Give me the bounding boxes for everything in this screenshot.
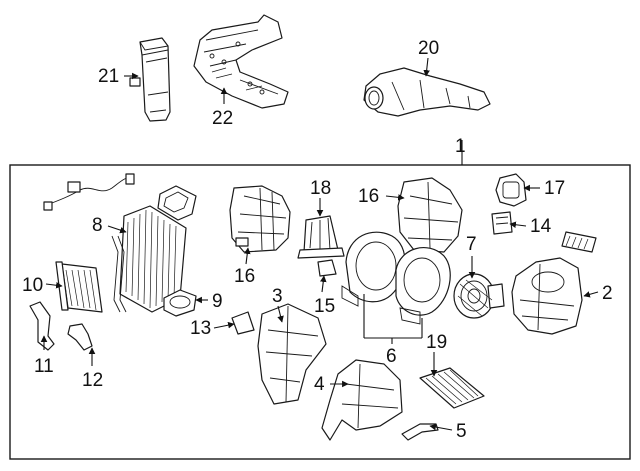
leader-lines	[40, 57, 599, 431]
part-15-clip	[317, 259, 337, 277]
part-6-scroll-housings	[341, 231, 451, 325]
leader-16a	[243, 247, 251, 265]
part-14-sensor	[491, 211, 513, 235]
part-8-evaporator	[111, 205, 187, 313]
callout-6: 6	[386, 346, 397, 367]
leader-2	[583, 291, 599, 298]
part-18-duct-outlet	[297, 215, 345, 259]
callout-1: 1	[455, 136, 466, 157]
part-7-blower-motor	[453, 273, 505, 319]
callout-21: 21	[98, 66, 119, 87]
leader-6	[363, 294, 423, 344]
callout-labels: 1 2 3 4 5 6 7 8 9 10 11 12 13 14 15 16 1…	[22, 38, 613, 442]
callout-22: 22	[212, 108, 233, 129]
leader-3	[277, 305, 284, 323]
part-20-duct	[363, 67, 491, 117]
callout-16a: 16	[234, 266, 255, 287]
part-21-duct	[129, 37, 171, 122]
leader-8	[107, 225, 127, 234]
part-11-hose	[29, 301, 55, 351]
callout-16b: 16	[358, 186, 379, 207]
callout-19: 19	[426, 332, 447, 353]
callout-13: 13	[190, 318, 211, 339]
part-19-filter	[419, 367, 485, 409]
callout-20: 20	[418, 38, 439, 59]
callout-5: 5	[456, 421, 467, 442]
part-22-duct	[193, 14, 289, 109]
part-12-hose	[67, 323, 93, 351]
assembly-frame	[9, 164, 631, 460]
leader-15	[319, 275, 327, 293]
leader-13	[213, 321, 235, 329]
leader-20	[423, 57, 430, 77]
part-wire-harness	[43, 173, 135, 211]
callout-2: 2	[602, 283, 613, 304]
part-3-lower-case	[257, 303, 327, 405]
leader-5	[429, 423, 453, 431]
part-5-pipe	[401, 423, 439, 441]
callout-10: 10	[22, 275, 43, 296]
part-17-actuator	[495, 173, 527, 207]
part-4-lower-housing	[321, 359, 403, 441]
leader-16b	[385, 194, 405, 201]
part-16-housing-right	[397, 177, 463, 253]
callout-17: 17	[544, 178, 565, 199]
callout-8: 8	[92, 215, 103, 236]
callout-3: 3	[272, 286, 283, 307]
leader-14	[509, 221, 527, 229]
callout-9: 9	[212, 291, 223, 312]
callout-7: 7	[466, 234, 477, 255]
part-16-housing-left	[229, 185, 291, 253]
callout-12: 12	[82, 370, 103, 391]
part-gasket	[157, 185, 197, 221]
callout-15: 15	[314, 296, 335, 317]
callout-14: 14	[530, 216, 552, 237]
part-10-heater-core	[55, 261, 103, 313]
callout-4: 4	[314, 374, 325, 395]
leader-10	[45, 281, 63, 289]
part-13-bracket	[231, 311, 255, 335]
part-9-seal	[163, 289, 197, 317]
part-filter-small	[561, 231, 597, 253]
part-2-blower-case	[511, 257, 583, 335]
callout-11: 11	[34, 356, 54, 377]
callout-18: 18	[310, 178, 331, 199]
